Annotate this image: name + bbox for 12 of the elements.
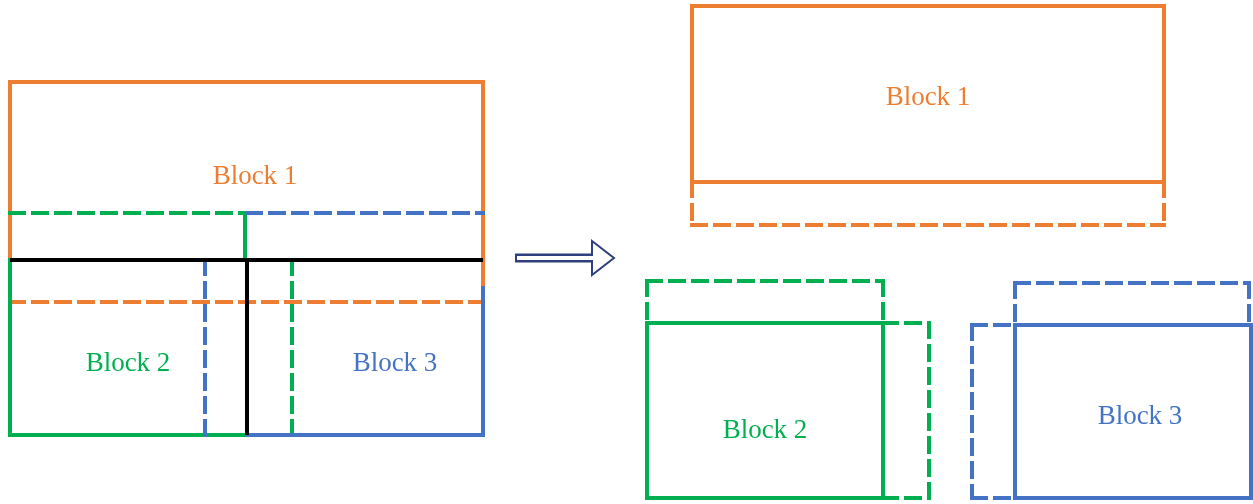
block-label: Block 3 [1097, 399, 1183, 431]
block-label: Block 1 [212, 159, 298, 191]
block-outline [205, 213, 483, 435]
block-label: Block 1 [885, 80, 971, 112]
block-outline [647, 281, 929, 500]
block-outline [10, 213, 292, 435]
block-outline [972, 283, 1251, 500]
block-label: Block 3 [352, 346, 438, 378]
block-label: Block 2 [85, 346, 171, 378]
block-outline [692, 6, 1164, 225]
block-outline [10, 82, 483, 302]
block-label: Block 2 [722, 413, 808, 445]
